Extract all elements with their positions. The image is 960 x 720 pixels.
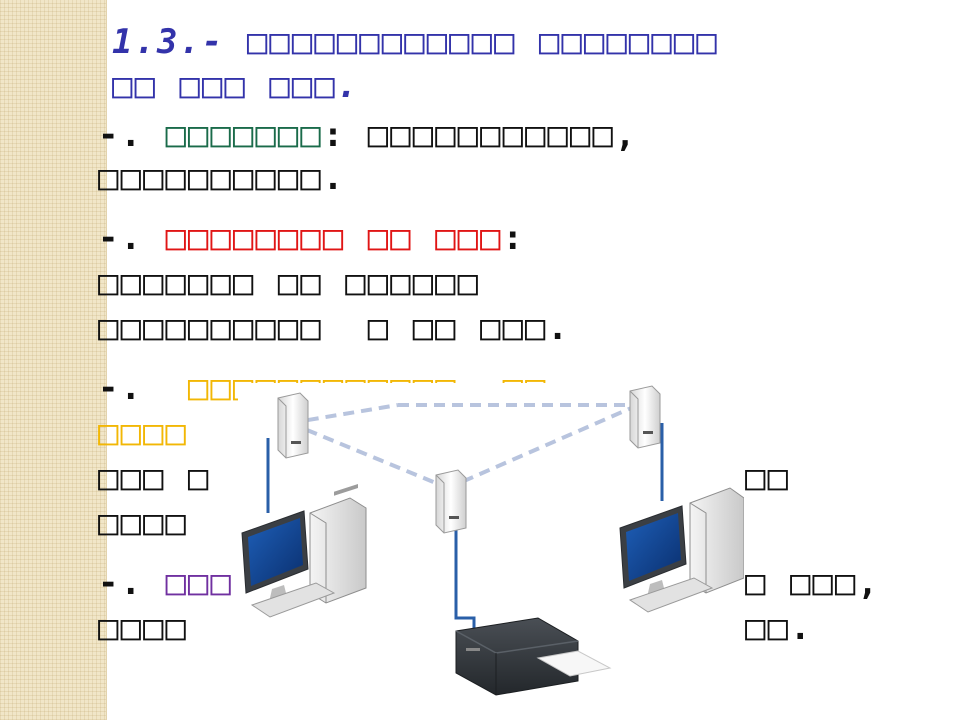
bullet-1-dash: -. (98, 115, 143, 155)
bullet-1-line-1: -. □□□□□□□: □□□□□□□□□□□, (98, 115, 637, 155)
bullet-2-dash: -. (98, 218, 143, 258)
slide-title-line-2: □□ □□□ □□□. (112, 66, 360, 106)
bullet-4-line-2a: □□□□ (98, 608, 188, 648)
bullet-2-line-1: -. □□□□□□□□ □□ □□□: (98, 218, 525, 258)
bullet-2-line-2: □□□□□□□ □□ □□□□□□ (98, 263, 480, 303)
bullet-3-dash: -. (98, 368, 143, 408)
link-right-center (447, 403, 639, 490)
computer-right (619, 487, 744, 613)
bullet-2-term: □□□□□□□□ □□ □□□ (165, 218, 503, 258)
bullet-3-term-continued: □□□□ (98, 413, 188, 453)
bullet-2-line-3: □□□□□□□□□□ □ □□ □□□. (98, 308, 570, 348)
cable-center (454, 503, 476, 631)
decorative-side-stripe (0, 0, 107, 720)
bullet-4-dash: -. (98, 563, 143, 603)
bullet-4-term: □□□ (165, 563, 233, 603)
network-cables (266, 423, 664, 631)
bullet-1-text: : □□□□□□□□□□□, (322, 115, 638, 155)
bullet-4-line-1: -. □□□ (98, 563, 233, 603)
plc-adapter-right (629, 385, 661, 449)
bullet-4-line-1b: □ □□□, (745, 563, 880, 603)
plc-adapter-center (435, 469, 467, 534)
bullet-2-text: : (502, 218, 525, 258)
computer-left (241, 484, 367, 618)
bullet-1-line-2: □□□□□□□□□□. (98, 158, 346, 198)
network-illustration (238, 383, 744, 720)
network-diagram-svg (241, 385, 744, 696)
bullet-4-line-2b: □□. (745, 608, 813, 648)
slide-title-line-1: 1.3.- □□□□□□□□□□□□ □□□□□□□□ (112, 22, 719, 62)
bullet-1-term: □□□□□□□ (165, 115, 323, 155)
bullet-3-line-4: □□□□ (98, 503, 188, 543)
bullet-3-line-3a: □□□ □ (98, 458, 211, 498)
link-left-center (289, 421, 449, 490)
bullet-3-line-3b: □□ (745, 458, 790, 498)
plc-adapter-left (277, 392, 309, 459)
printer (455, 617, 612, 696)
